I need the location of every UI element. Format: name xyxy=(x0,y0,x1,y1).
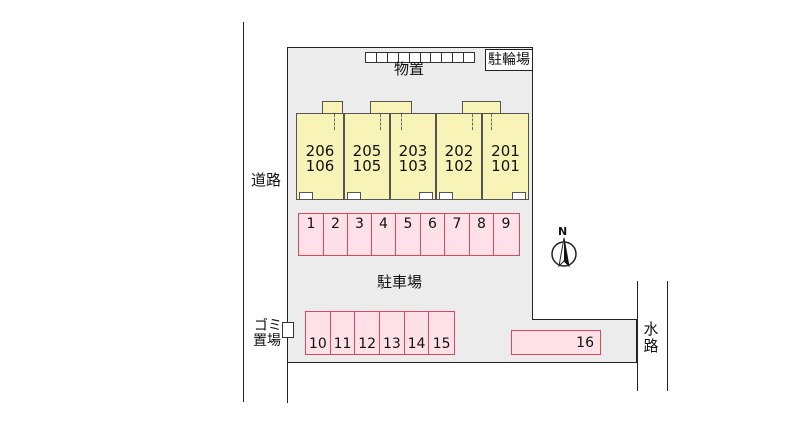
parking-stall: 2 xyxy=(324,214,348,255)
stair-dash xyxy=(472,114,473,130)
room-lower: 106 xyxy=(305,157,335,175)
garbage-area-label-1: ゴミ xyxy=(254,318,282,334)
parking-stall: 5 xyxy=(396,214,421,255)
entry-step xyxy=(419,192,433,199)
entry-step xyxy=(439,192,453,199)
stair-dash xyxy=(491,114,492,130)
room-upper: 205 xyxy=(352,142,382,160)
parking-stall-side: 16 xyxy=(511,330,601,355)
parking-stall: 11 xyxy=(331,312,356,354)
parking-row-top: 1 2 3 4 5 6 7 8 9 xyxy=(298,213,520,256)
room-upper: 202 xyxy=(444,142,474,160)
stair-dash xyxy=(334,114,335,130)
stair-bump xyxy=(322,101,343,114)
stair-bump xyxy=(370,101,412,114)
lot-inner-edge xyxy=(531,47,533,320)
north-label: N xyxy=(558,225,568,238)
room-upper: 201 xyxy=(491,142,520,160)
stair-dash xyxy=(401,114,402,130)
waterway-edge-left xyxy=(637,281,638,391)
room-lower: 102 xyxy=(444,157,474,175)
north-arrow-icon: N xyxy=(549,226,579,270)
entry-step xyxy=(347,192,361,199)
storage-label: 物置 xyxy=(394,60,425,78)
room-upper: 203 xyxy=(398,142,428,160)
stair-dash xyxy=(380,114,381,130)
garbage-area-label-2: 置場 xyxy=(253,333,281,349)
storage-shed-icon xyxy=(365,52,476,63)
parking-stall: 8 xyxy=(470,214,494,255)
parking-stall: 9 xyxy=(501,216,511,232)
waterway-label: 水路 xyxy=(643,320,659,355)
stair-bump xyxy=(462,101,501,114)
parking-lot-label: 駐車場 xyxy=(377,273,423,291)
parking-stall: 3 xyxy=(348,214,372,255)
room-lower: 101 xyxy=(491,157,520,175)
parking-stall: 7 xyxy=(445,214,470,255)
entry-step xyxy=(512,192,526,199)
parking-stall: 12 xyxy=(355,312,381,354)
waterway-edge-right xyxy=(667,281,668,391)
road-edge-line xyxy=(243,22,244,402)
lot-extension-top-edge xyxy=(532,319,637,320)
parking-stall: 10 xyxy=(306,312,331,354)
parking-stall: 13 xyxy=(380,312,405,354)
parking-stall: 1 xyxy=(299,214,324,255)
room-upper: 206 xyxy=(305,142,335,160)
parking-stall-label: 16 xyxy=(576,334,594,351)
road-label: 道路 xyxy=(250,171,281,189)
site-lot xyxy=(287,47,533,363)
road-edge-line-lower xyxy=(287,363,288,403)
parking-stall: 6 xyxy=(421,214,445,255)
room-lower: 105 xyxy=(352,157,382,175)
parking-row-bottom: 10 11 12 13 14 15 xyxy=(305,311,455,355)
garbage-bin-icon xyxy=(282,322,294,338)
parking-stall: 14 xyxy=(405,312,430,354)
entry-step xyxy=(299,192,313,199)
room-lower: 103 xyxy=(398,157,428,175)
parking-stall: 4 xyxy=(372,214,396,255)
parking-stall: 15 xyxy=(432,336,451,352)
bicycle-parking-label: 駐輪場 xyxy=(485,49,533,71)
